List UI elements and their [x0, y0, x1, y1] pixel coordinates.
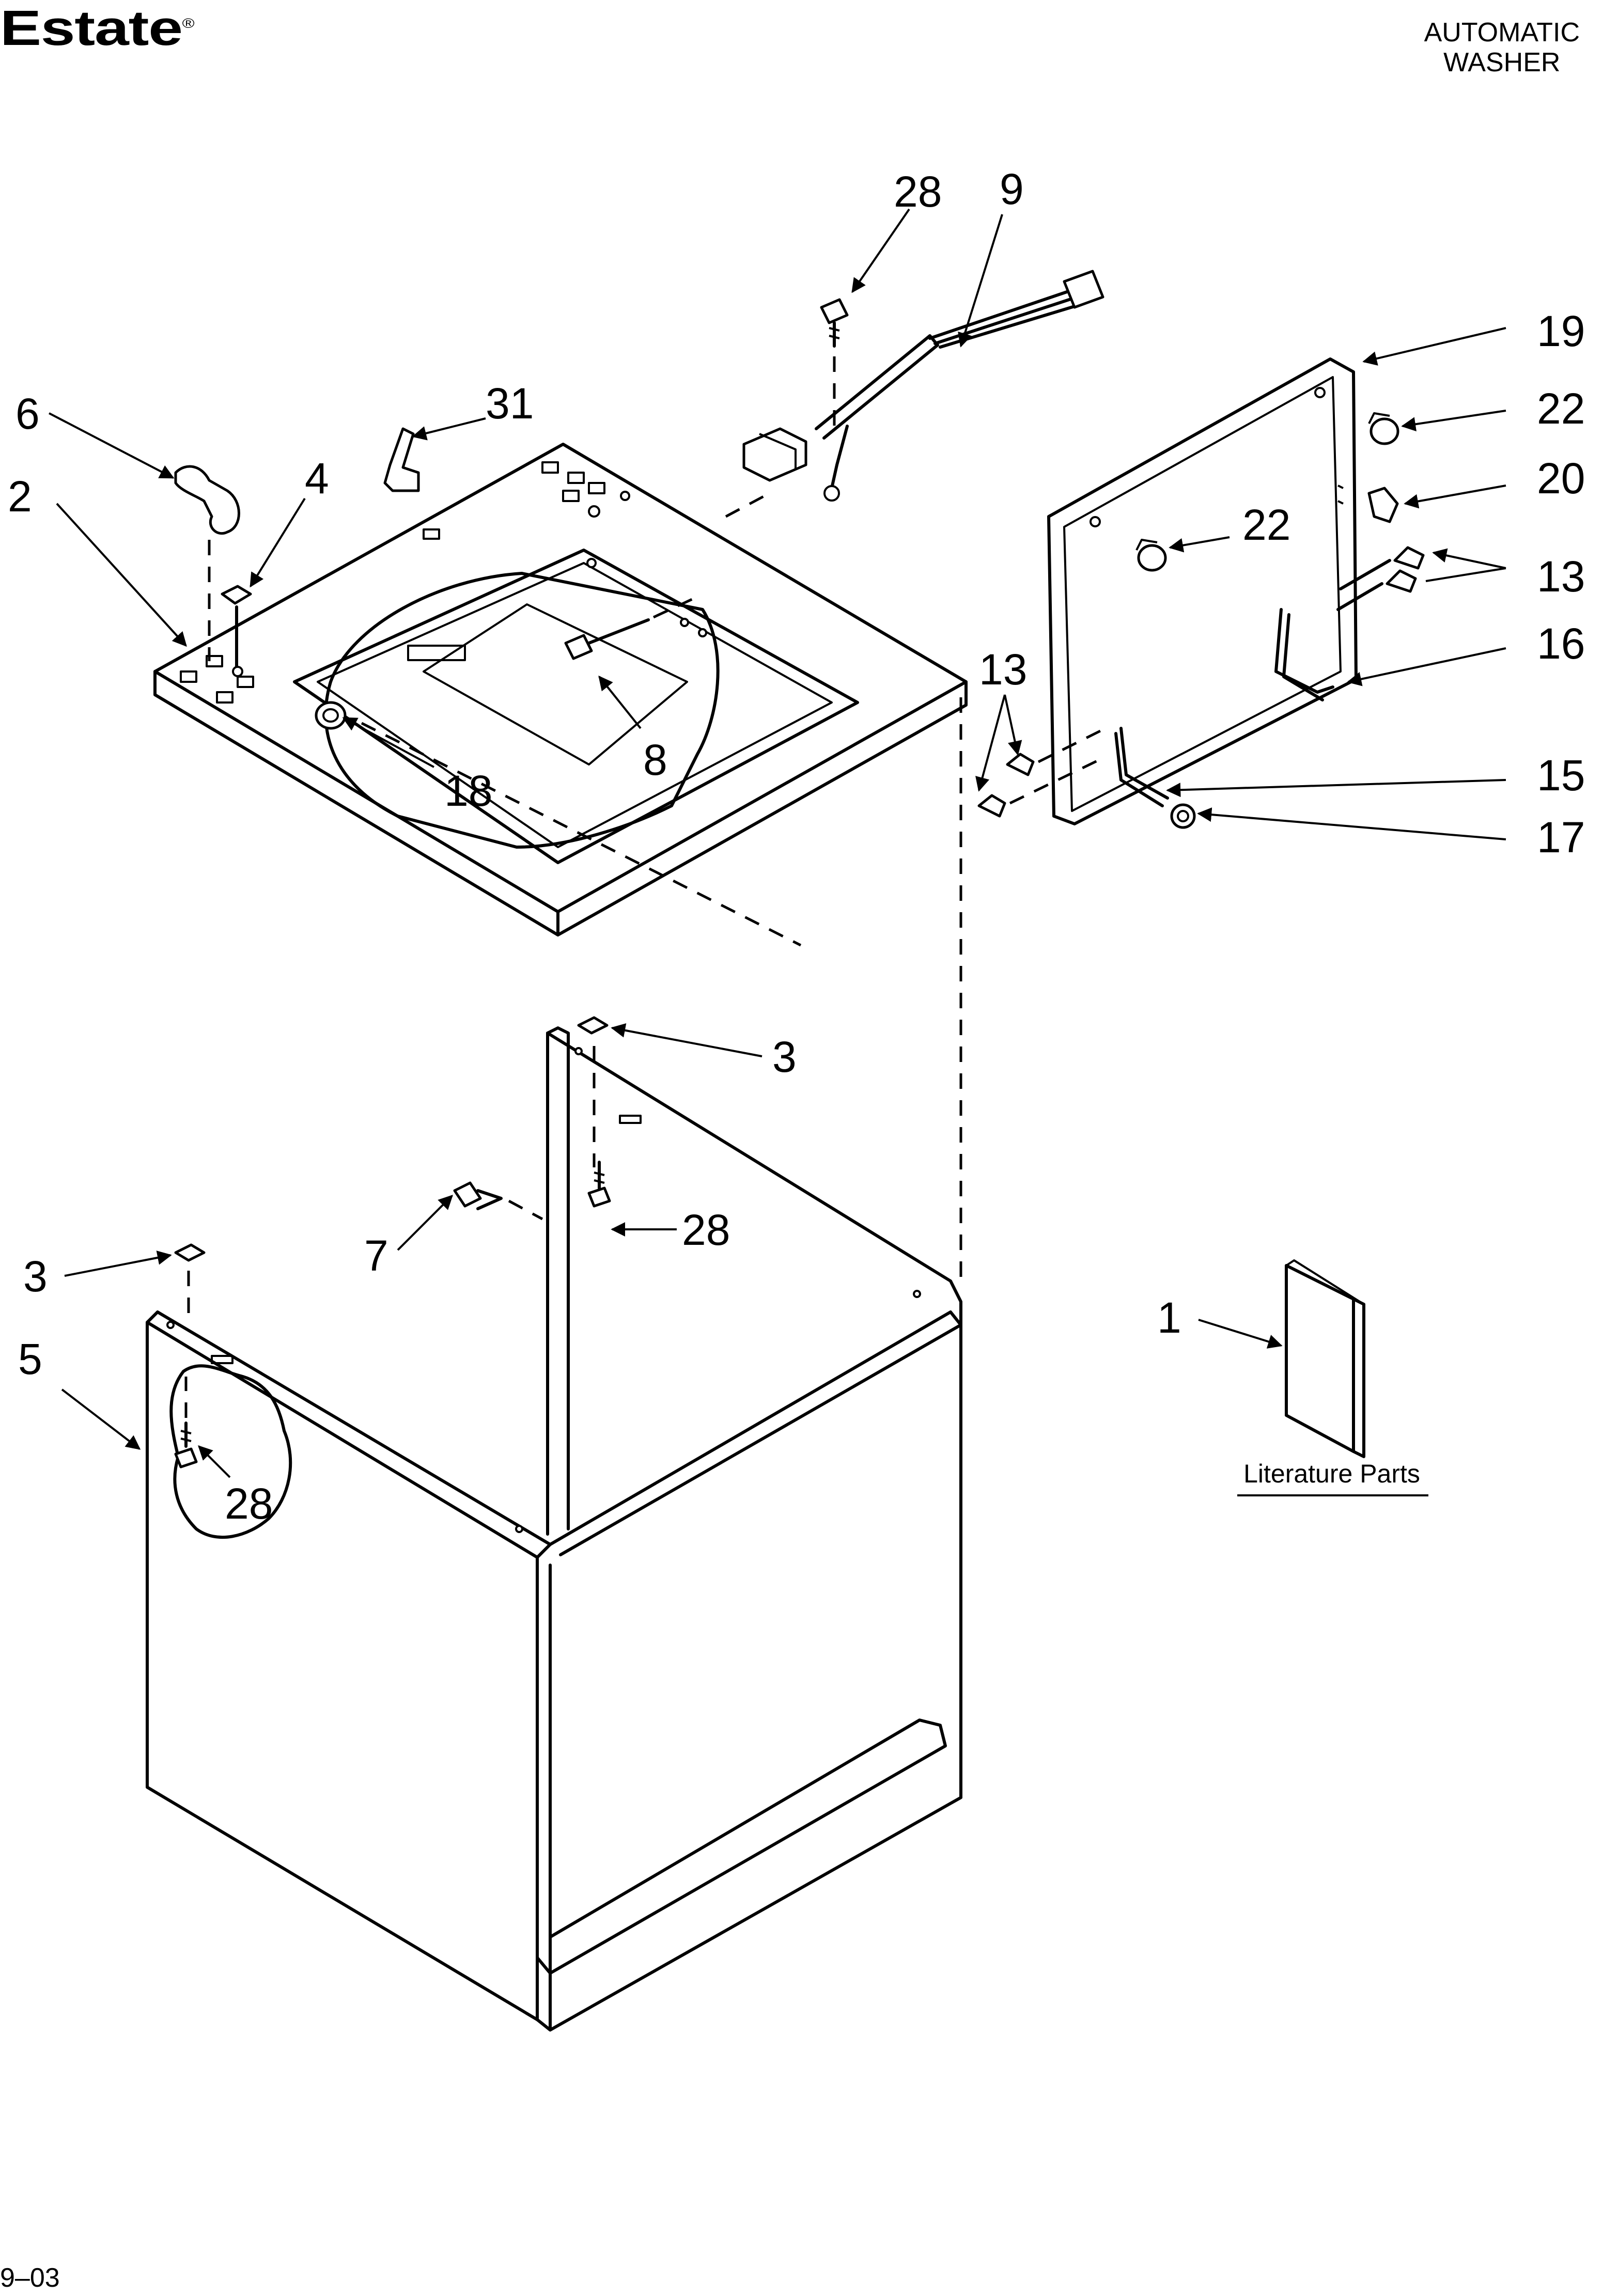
clip-4	[221, 585, 252, 677]
screw-7	[453, 1181, 543, 1221]
callout-15: 15	[1537, 751, 1585, 800]
cabinet-5	[146, 1026, 962, 2032]
callout-6: 6	[15, 389, 40, 438]
callout-16: 16	[1537, 619, 1585, 668]
callout-18: 18	[444, 767, 492, 815]
screw-28-cutaway	[174, 1377, 198, 1469]
callout-19: 19	[1537, 307, 1585, 355]
bumper-22-right	[1368, 412, 1399, 445]
callout-labels: 28 9 19 22 20 22 13 16 15 17 13 31 6 2 4…	[8, 165, 1585, 1528]
screws-13-left	[977, 727, 1107, 818]
lid-frame-19	[1047, 357, 1358, 825]
callout-9: 9	[1000, 165, 1024, 213]
callout-20: 20	[1537, 454, 1585, 503]
callout-4: 4	[305, 454, 329, 503]
guide-line-center	[361, 722, 802, 947]
callout-28-top: 28	[894, 167, 942, 216]
clamp-6	[174, 465, 240, 535]
literature-parts-label: Literature Parts	[1243, 1459, 1420, 1488]
brand-name: Estate	[0, 1, 183, 56]
clip-nut-3-left	[174, 1243, 206, 1315]
callout-1: 1	[1157, 1293, 1181, 1342]
screws-13-right	[1336, 546, 1425, 611]
callout-22-right: 22	[1537, 384, 1585, 433]
callout-22-center: 22	[1242, 501, 1290, 549]
callout-17: 17	[1537, 813, 1585, 862]
screw-28-top	[820, 298, 849, 429]
callout-3-top: 3	[772, 1033, 797, 1081]
callout-2: 2	[8, 472, 32, 521]
callout-8: 8	[643, 736, 667, 784]
footer-code: 9–03	[0, 2263, 60, 2293]
callout-13-right: 13	[1537, 552, 1585, 601]
leader-lines	[49, 208, 1506, 1478]
lid-switch-assembly	[725, 270, 1104, 518]
document-title: AUTOMATIC WASHER	[1424, 18, 1580, 77]
registered-mark: ®	[182, 15, 195, 31]
callout-13-left: 13	[979, 645, 1027, 694]
clip-31	[383, 427, 420, 492]
title-line-1: AUTOMATIC	[1424, 18, 1580, 48]
literature-booklet	[1285, 1259, 1365, 1458]
screw-8	[564, 598, 693, 660]
fitting-17	[1170, 803, 1196, 829]
callout-28-cabinet: 28	[682, 1206, 730, 1254]
callout-3-left: 3	[23, 1252, 48, 1301]
callout-7: 7	[364, 1231, 388, 1280]
bumper-22-center	[1135, 539, 1167, 572]
top-panel	[153, 443, 968, 936]
clip-20	[1367, 487, 1399, 523]
callout-28-cutaway: 28	[225, 1479, 273, 1528]
title-line-2: WASHER	[1443, 48, 1561, 77]
callout-31: 31	[486, 379, 534, 428]
callout-5: 5	[18, 1335, 42, 1383]
bumper-18	[315, 701, 347, 730]
brand-logo: Estate®	[0, 0, 195, 57]
clip-nut-3-top	[577, 1016, 609, 1167]
screw-28-cabinet	[587, 1161, 611, 1208]
